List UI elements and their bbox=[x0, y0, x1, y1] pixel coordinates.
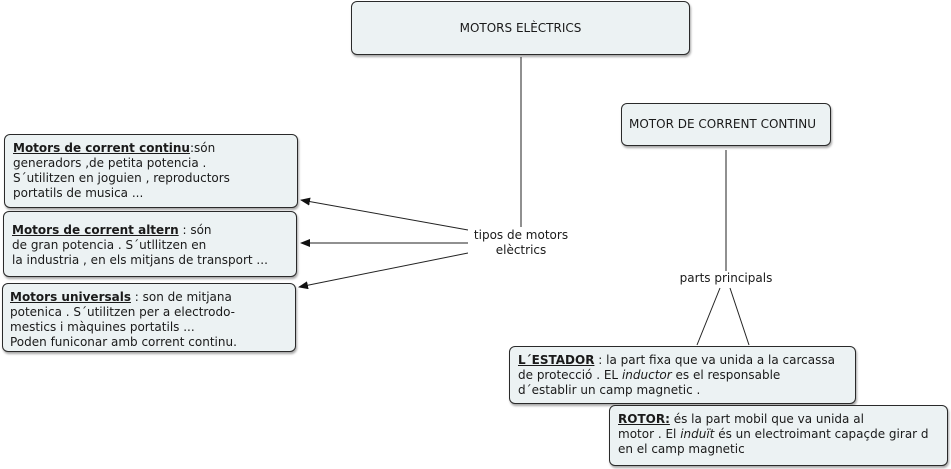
stator-line1: : la part fixa que va unida a la carcass… bbox=[594, 353, 835, 367]
link-label-parts-text: parts principals bbox=[679, 271, 773, 285]
universal-motors-line1: : son de mitjana bbox=[130, 290, 232, 304]
dc-motor-title: MOTOR DE CORRENT CONTINU bbox=[629, 117, 816, 131]
link-label-types: tipos de motors elèctrics bbox=[468, 228, 574, 258]
link-label-types-line1: tipos de motors bbox=[473, 228, 569, 242]
universal-motors-node[interactable]: Motors universals : son de mitjana poten… bbox=[2, 283, 296, 352]
dc-motors-line4: portatils de musica ... bbox=[13, 186, 144, 200]
dc-motor-title-node[interactable]: MOTOR DE CORRENT CONTINU bbox=[621, 103, 831, 146]
dc-motors-line2: generadors ,de petita potencia . bbox=[13, 156, 207, 170]
ac-motors-term: Motors de corrent altern bbox=[12, 223, 179, 237]
universal-motors-line2: potenica . S´utilitzen per a electrodo- bbox=[10, 305, 235, 319]
dc-motors-term: Motors de corrent continu bbox=[13, 141, 190, 155]
main-title-node[interactable]: MOTORS ELÈCTRICS bbox=[351, 1, 690, 55]
stator-term: L´ESTADOR bbox=[518, 353, 595, 367]
ac-motors-line3: la industria , en els mitjans de transpo… bbox=[12, 253, 268, 267]
dc-motors-line3: S´utilitzen en joguien , reproductors bbox=[13, 171, 230, 185]
rotor-line3: en el camp magnetic bbox=[618, 442, 745, 456]
main-title: MOTORS ELÈCTRICS bbox=[459, 20, 582, 35]
rotor-term: ROTOR: bbox=[618, 412, 670, 426]
universal-motors-term: Motors universals bbox=[10, 290, 131, 304]
link-label-types-line2: elèctrics bbox=[495, 243, 547, 257]
arrow-to-universal-motors bbox=[298, 252, 469, 290]
universal-motors-line4: Poden funiconar amb corrent continu. bbox=[10, 335, 237, 349]
rotor-line2-a: motor . El bbox=[618, 427, 681, 441]
rotor-node[interactable]: ROTOR: és la part mobil que va unida al … bbox=[609, 405, 948, 466]
universal-motors-line3: mestics i màquines portatils ... bbox=[10, 320, 195, 334]
dc-motors-node[interactable]: Motors de corrent continu:són generadors… bbox=[4, 134, 298, 208]
stator-node[interactable]: L´ESTADOR : la part fixa que va unida a … bbox=[509, 346, 856, 404]
arrow-to-dc-motors bbox=[300, 197, 469, 231]
stator-line2-b: es el responsable bbox=[671, 368, 781, 382]
stator-line3: d´establir un camp magnetic . bbox=[518, 383, 701, 397]
dc-motors-line1: :són bbox=[189, 141, 216, 155]
link-label-parts: parts principals bbox=[676, 271, 776, 286]
ac-motors-node[interactable]: Motors de corrent altern : són de gran p… bbox=[3, 211, 297, 277]
rotor-line1: és la part mobil que va unida al bbox=[669, 412, 864, 426]
stator-inductor: inductor bbox=[621, 368, 672, 382]
line-parts-to-stator-a bbox=[696, 287, 721, 346]
ac-motors-line2: de gran potencia . S´utllitzen en bbox=[12, 238, 207, 252]
ac-motors-line1: : són bbox=[178, 223, 212, 237]
rotor-line2-b: és un electroimant capaçde girar d bbox=[714, 427, 929, 441]
stator-line2-a: de protecció . EL bbox=[518, 368, 622, 382]
line-parts-to-stator-b bbox=[729, 287, 750, 346]
rotor-induit: induït bbox=[680, 427, 715, 441]
